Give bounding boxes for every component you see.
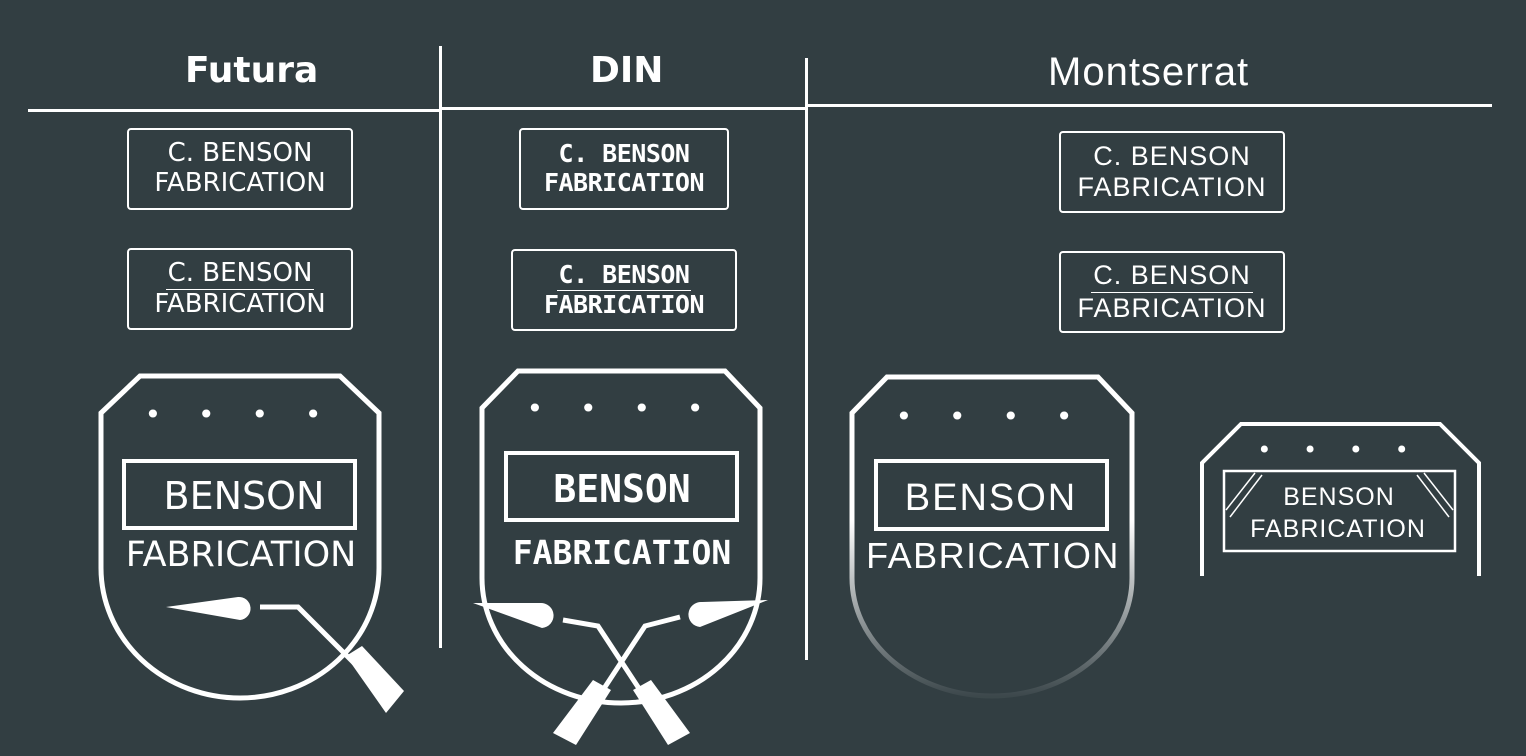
badge-subtitle: FABRICATION xyxy=(513,533,732,572)
label-line-2: FABRICATION xyxy=(154,168,326,198)
badge-name: BENSON xyxy=(553,467,690,511)
badge-montserrat-sign: • • • • BENSON FABRICATION xyxy=(1200,422,1481,576)
badge-dots: • • • • xyxy=(145,398,336,431)
label-line-1: C. BENSON xyxy=(167,138,313,169)
badge-name-frame xyxy=(874,459,1109,531)
badge-shield-outline xyxy=(849,374,1135,699)
badge-name-frame xyxy=(504,451,739,522)
column-title-futura: Futura xyxy=(185,50,319,91)
badge-montserrat: • • • • BENSON FABRICATION xyxy=(849,374,1135,699)
label-line-2: FABRICATION xyxy=(1077,292,1267,323)
column-divider-1 xyxy=(439,46,442,648)
badge-dots: • • • • xyxy=(527,392,718,425)
badge-subtitle: FABRICATION xyxy=(126,535,357,575)
badge-futura: • • • • BENSON FABRICATION xyxy=(98,373,404,713)
label-line-2: FABRICATION xyxy=(543,168,705,197)
label-line-2: FABRICATION xyxy=(1077,172,1267,202)
column-title-din: DIN xyxy=(590,50,664,91)
badge-din: • • • • BENSON FABRICATION xyxy=(473,368,768,745)
badge-name: BENSON xyxy=(905,477,1077,519)
column-title-montserrat: Montserrat xyxy=(1048,50,1250,94)
badge-shield-outline xyxy=(479,368,763,706)
badge-subtitle: FABRICATION xyxy=(866,535,1120,576)
welding-torch-icon xyxy=(166,596,404,713)
badge-name: BENSON xyxy=(164,474,325,518)
header-rule-montserrat xyxy=(808,104,1492,107)
badge-dots: • • • • xyxy=(1257,436,1421,464)
label-din-plain: C. BENSON FABRICATION xyxy=(519,128,729,210)
label-montserrat-underlined: C. BENSON FABRICATION xyxy=(1059,251,1285,333)
label-line-1: C. BENSON xyxy=(558,139,690,169)
sign-frame-outline xyxy=(1200,422,1481,576)
sign-name: BENSON xyxy=(1283,483,1395,511)
header-rule-futura xyxy=(28,109,440,112)
label-line-1: C. BENSON xyxy=(165,257,315,290)
label-futura-underlined: C. BENSON FABRICATION xyxy=(127,248,353,330)
label-line-2: FABRICATION xyxy=(543,289,705,319)
crossed-torches-icon xyxy=(473,600,768,745)
label-din-underlined: C. BENSON FABRICATION xyxy=(511,249,737,331)
label-montserrat-plain: C. BENSON FABRICATION xyxy=(1059,131,1285,213)
label-line-1: C. BENSON xyxy=(1091,260,1253,293)
badge-shield-outline xyxy=(98,373,382,701)
label-futura-plain: C. BENSON FABRICATION xyxy=(127,128,353,210)
badge-name-frame xyxy=(122,459,357,530)
label-line-2: FABRICATION xyxy=(154,288,326,319)
sign-subtitle: FABRICATION xyxy=(1250,515,1426,543)
label-line-1: C. BENSON xyxy=(556,259,692,291)
sign-panel-frame xyxy=(1222,469,1457,553)
header-rule-din xyxy=(440,107,808,110)
label-line-1: C. BENSON xyxy=(1093,140,1251,171)
badge-dots: • • • • xyxy=(896,400,1087,433)
column-divider-2 xyxy=(805,58,808,660)
